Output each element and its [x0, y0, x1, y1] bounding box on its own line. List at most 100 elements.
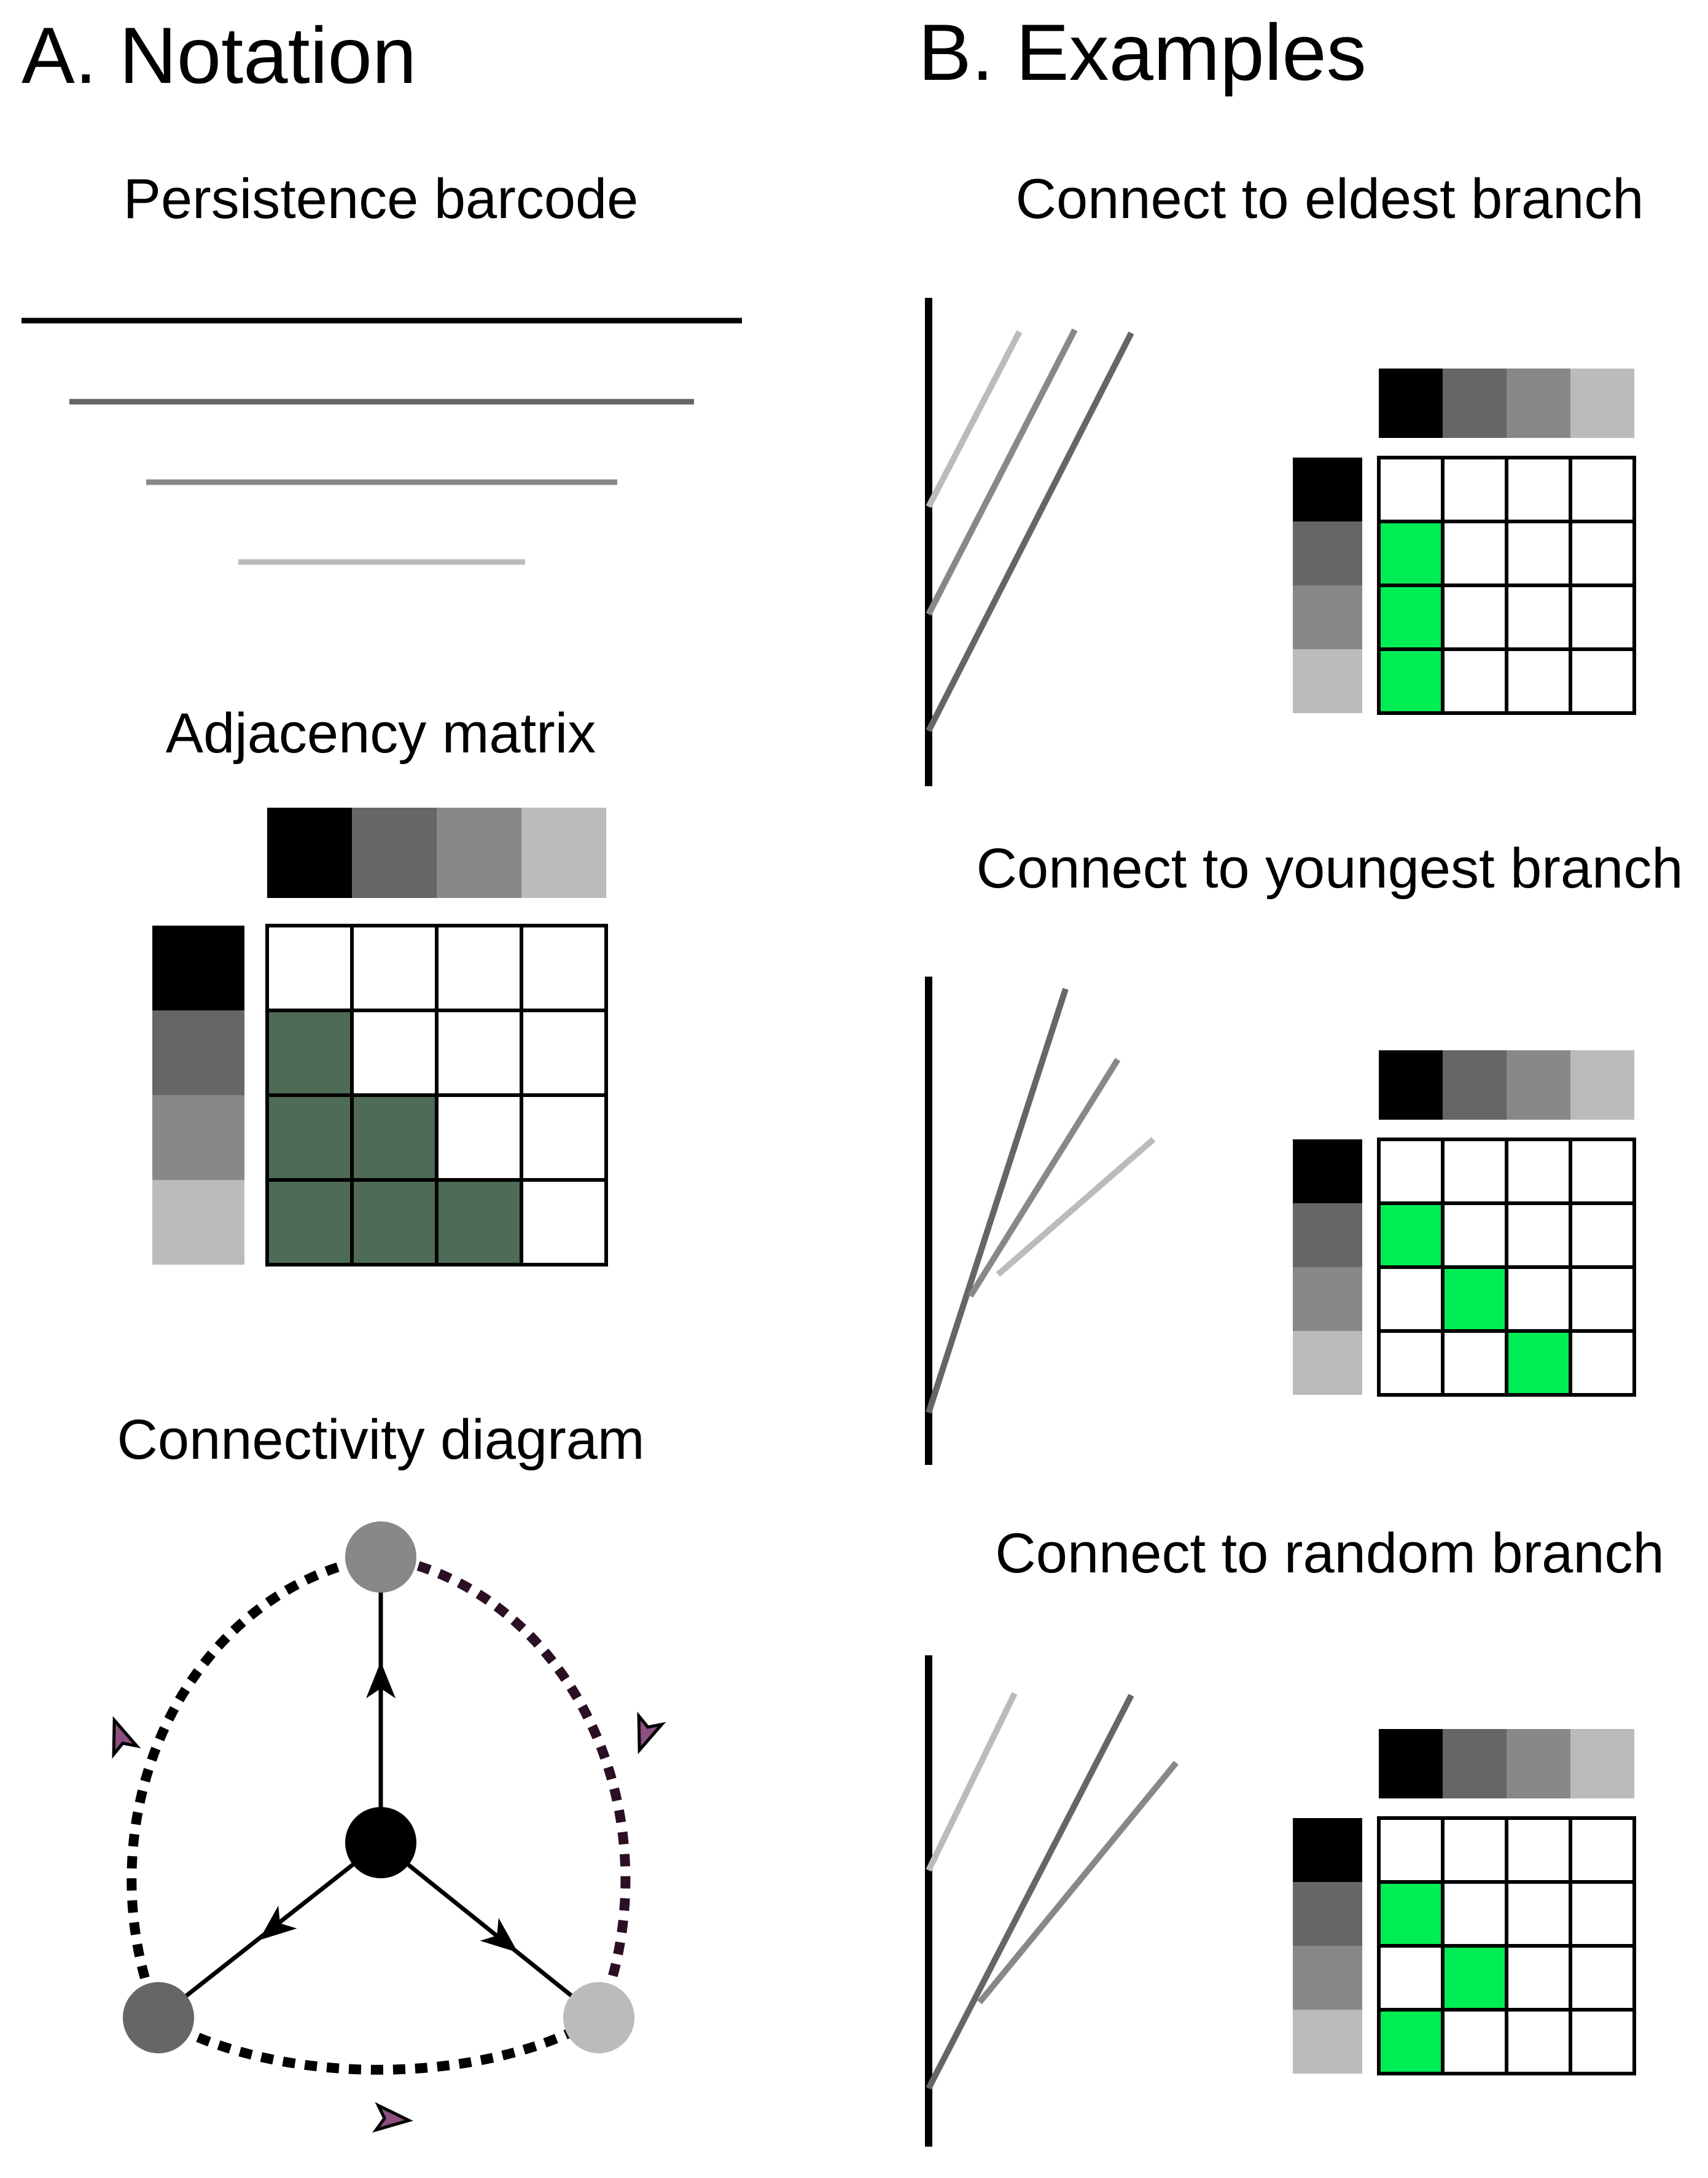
example-cell-r4-c4: [1569, 1329, 1636, 1397]
example-cell-r4-c4: [1569, 2008, 1636, 2075]
example-3: Connect to random branch: [925, 1522, 1664, 2147]
example-key-left-4: [1293, 2010, 1362, 2074]
example-branch-2: [967, 1058, 1121, 1298]
example-key-left-3: [1293, 1267, 1362, 1331]
adjacency-grid: [265, 924, 608, 1267]
example-cell-r1-c3: [1505, 1816, 1572, 1884]
adjacency-cell-r3-c1: [265, 1093, 354, 1182]
barcode-section: Persistence barcode: [21, 168, 742, 565]
example-branch-1: [926, 988, 1069, 1414]
adjacency-cell-r4-c4: [520, 1178, 608, 1267]
node-center: [345, 1807, 416, 1878]
adjacency-cell-r3-c2: [350, 1093, 439, 1182]
adjacency-title: Adjacency matrix: [166, 702, 596, 765]
example-cell-r3-c3: [1505, 584, 1572, 651]
edge-center-right: [379, 1841, 601, 2020]
example-cell-r1-c4: [1569, 456, 1636, 523]
example-cell-r2-c2: [1441, 1201, 1508, 1269]
connectivity-diagram: [112, 1521, 666, 2133]
example-cell-r2-c2: [1441, 520, 1508, 587]
example-cell-r3-c4: [1569, 1944, 1636, 2012]
adjacency-cell-r4-c3: [435, 1178, 523, 1267]
example-cell-r3-c2: [1441, 1944, 1508, 2012]
example-cell-r4-c2: [1441, 1329, 1508, 1397]
example-cell-r3-c1: [1377, 1265, 1445, 1333]
example-key-left-2: [1293, 1203, 1362, 1267]
example-cell-r2-c4: [1569, 520, 1636, 587]
example-key-top-4: [1570, 1050, 1634, 1120]
example-key-left-1: [1293, 1818, 1362, 1882]
adjacency-cell-r2-c2: [350, 1009, 439, 1097]
adjacency-key-top-4: [521, 808, 606, 898]
example-cell-r2-c4: [1569, 1201, 1636, 1269]
example-cell-r2-c1: [1377, 1201, 1445, 1269]
example-cell-r1-c1: [1377, 1138, 1445, 1205]
adjacency-cell-r4-c1: [265, 1178, 354, 1267]
example-cell-r1-c1: [1377, 456, 1445, 523]
example-branch-2: [926, 1693, 1134, 2090]
dotted-arc-right-top: [380, 1552, 631, 2020]
example-title: Connect to youngest branch: [977, 837, 1683, 900]
adjacency-key-left: [152, 926, 244, 1265]
adjacency-key-left-3: [152, 1095, 244, 1180]
example-branch-2: [926, 328, 1078, 616]
example-cell-r1-c1: [1377, 1816, 1445, 1884]
node-left: [123, 1982, 194, 2053]
example-cell-r2-c4: [1569, 1880, 1636, 1948]
dotted-arc-top-left: [127, 1552, 382, 2020]
node-right: [563, 1982, 634, 2053]
example-key-left-3: [1293, 585, 1362, 649]
example-cell-r3-c2: [1441, 584, 1508, 651]
example-cell-r3-c4: [1569, 584, 1636, 651]
example-branch-1: [926, 1692, 1018, 1872]
example-branch-1: [926, 330, 1023, 509]
example-cell-r3-c3: [1505, 1944, 1572, 2012]
adjacency-cell-r3-c4: [520, 1093, 608, 1182]
example-cell-r2-c1: [1377, 520, 1445, 587]
adjacency-key-left-1: [152, 926, 244, 1010]
ring-arrow-bottom: [372, 2102, 413, 2133]
example-cell-r3-c4: [1569, 1265, 1636, 1333]
edge-arrow-top: [366, 1661, 396, 1698]
example-cell-r2-c3: [1505, 520, 1572, 587]
adjacency-key-left-4: [152, 1180, 244, 1265]
panel-a-heading: A. Notation: [21, 10, 416, 100]
example-cell-r2-c3: [1505, 1880, 1572, 1948]
edge-arrow-right: [480, 1918, 518, 1953]
example-cell-r1-c4: [1569, 1816, 1636, 1884]
example-1: Connect to eldest branch: [925, 168, 1644, 786]
connectivity-section: Connectivity diagram: [112, 1408, 666, 2133]
example-key-top-2: [1443, 1050, 1507, 1120]
example-cell-r3-c1: [1377, 1944, 1445, 2012]
example-key-top-3: [1507, 1050, 1570, 1120]
example-title: Connect to eldest branch: [1016, 168, 1644, 230]
ring-arrow-right: [637, 1711, 666, 1754]
example-key-left-2: [1293, 1882, 1362, 1946]
example-key-top-3: [1507, 369, 1570, 438]
dotted-arc-bottom: [155, 2013, 602, 2075]
example-key-top-2: [1443, 1729, 1507, 1798]
example-key-top-1: [1379, 1050, 1443, 1120]
example-key-left-4: [1293, 649, 1362, 713]
example-cell-r3-c3: [1505, 1265, 1572, 1333]
example-2: Connect to youngest branch: [925, 837, 1683, 1465]
example-cell-r4-c1: [1377, 647, 1445, 715]
example-branch-3: [977, 1760, 1179, 2005]
adjacency-key-top: [267, 808, 606, 898]
adjacency-key-top-2: [352, 808, 437, 898]
example-branch-3: [996, 1137, 1156, 1277]
example-key-left-1: [1293, 458, 1362, 521]
panel-b-heading: B. Examples: [918, 7, 1367, 97]
ring-arrow-left: [112, 1716, 141, 1759]
example-cell-r3-c2: [1441, 1265, 1508, 1333]
example-cell-r2-c3: [1505, 1201, 1572, 1269]
example-key-top-1: [1379, 1729, 1443, 1798]
adjacency-cell-r1-c1: [265, 924, 354, 1012]
adjacency-key-top-1: [267, 808, 352, 898]
adjacency-section: Adjacency matrix: [152, 702, 608, 1267]
example-key-top-4: [1570, 369, 1634, 438]
example-cell-r4-c1: [1377, 2008, 1445, 2075]
example-cell-r4-c2: [1441, 647, 1508, 715]
